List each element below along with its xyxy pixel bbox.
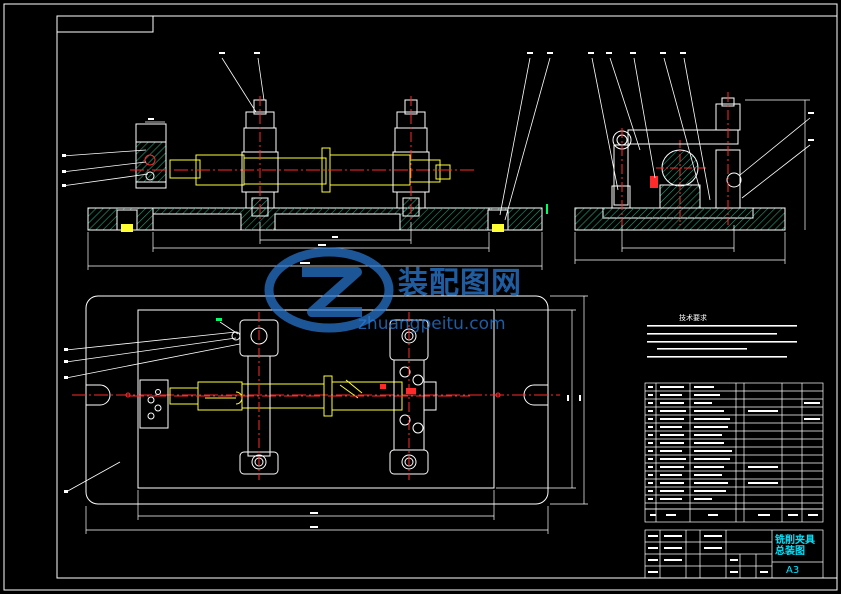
watermark-logo-icon [264, 247, 394, 333]
drawing-name-line1: 铣削夹具 [775, 535, 815, 546]
side-view [574, 52, 814, 264]
plan-base-outline [85, 295, 549, 505]
drawing-name-line2: 总装图 [775, 546, 805, 557]
watermark-brand: 装配图网 [398, 266, 522, 301]
sheet-frame [3, 3, 838, 591]
tech-requirements-heading: 技术要求 [679, 314, 707, 322]
front-leaders [61, 57, 551, 221]
sheet-size: A3 [786, 565, 800, 576]
drawing-name: 铣削夹具 总装图 [775, 535, 815, 557]
watermark-url: zhuangpeitu.com [358, 314, 506, 334]
title-block [644, 529, 824, 579]
parts-list [644, 382, 824, 523]
tech-requirement-lines [647, 325, 797, 358]
parts-list-entries [648, 386, 820, 516]
front-view [61, 52, 553, 270]
